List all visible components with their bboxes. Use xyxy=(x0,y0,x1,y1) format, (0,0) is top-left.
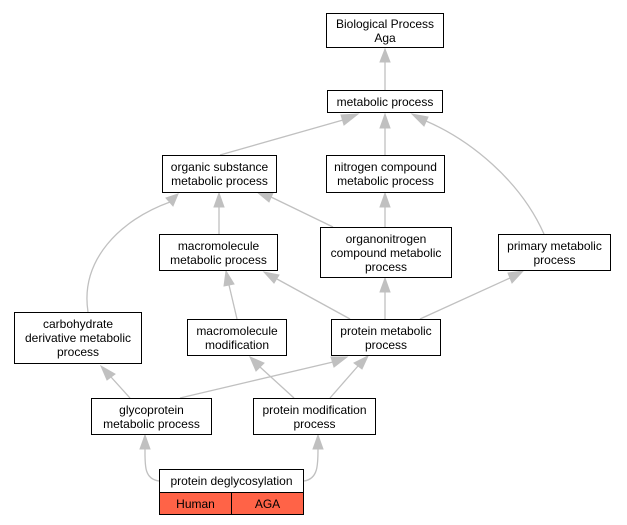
arrowhead xyxy=(165,193,179,207)
edge-macromolecule-modification-to-macromolecule xyxy=(223,269,238,320)
edge-organonitrogen-to-organic-substance xyxy=(255,191,334,228)
arrowhead xyxy=(213,191,225,208)
node-primary-metabolic-process[interactable]: primary metabolic process xyxy=(498,234,611,271)
edge-organic-substance-to-metabolic xyxy=(219,113,360,156)
arrowhead xyxy=(379,112,391,129)
edge-organonitrogen-to-nitrogen xyxy=(379,191,391,227)
arrowhead xyxy=(410,113,429,127)
edge-protein-modification-to-macromolecule-modification xyxy=(249,356,295,399)
arrowhead xyxy=(139,433,151,450)
arrowhead xyxy=(312,433,324,450)
arrowhead xyxy=(223,269,235,287)
arrowhead xyxy=(379,276,391,293)
edge-metabolic-to-biological xyxy=(379,47,391,90)
node-organonitrogen-compound-metabolic-process[interactable]: organonitrogen compound metabolic proces… xyxy=(320,227,452,278)
node-metabolic-process[interactable]: metabolic process xyxy=(327,90,443,113)
arrowhead xyxy=(507,270,525,284)
edge-protein-metabolic-to-macromolecule xyxy=(262,271,351,320)
arrowhead xyxy=(379,191,391,208)
arrowhead xyxy=(262,271,280,284)
edge-nitrogen-compound-to-metabolic xyxy=(379,112,391,155)
arrowhead xyxy=(330,356,349,368)
edge-primary-to-metabolic xyxy=(410,113,545,235)
edge-deglycosylation-to-glycoprotein xyxy=(139,433,160,482)
edge-protein-metabolic-to-organonitrogen xyxy=(379,276,391,319)
annotation-gene: AGA xyxy=(231,492,304,515)
node-biological-process[interactable]: Biological Process Aga xyxy=(326,13,444,48)
arrowhead xyxy=(255,191,274,203)
node-protein-deglycosylation[interactable]: protein deglycosylation xyxy=(159,469,304,493)
edge-protein-modification-to-protein-metabolic xyxy=(329,354,370,399)
node-carbohydrate-derivative-metabolic-process[interactable]: carbohydrate derivative metabolic proces… xyxy=(14,312,142,364)
edge-macromolecule-to-organic-substance xyxy=(213,191,225,234)
arrowhead xyxy=(353,354,370,370)
edge-carbohydrate-to-organic-substance xyxy=(86,193,179,313)
node-protein-metabolic-process[interactable]: protein metabolic process xyxy=(331,319,441,356)
arrowhead xyxy=(99,364,116,381)
edge-glycoprotein-to-protein-metabolic xyxy=(179,356,349,399)
node-nitrogen-compound-metabolic-process[interactable]: nitrogen compound metabolic process xyxy=(326,155,445,193)
edge-glycoprotein-to-carbohydrate xyxy=(99,364,131,399)
edge-protein-metabolic-to-primary xyxy=(419,270,525,320)
arrowhead xyxy=(340,113,360,126)
annotation-species: Human xyxy=(159,492,232,515)
node-macromolecule-metabolic-process[interactable]: macromolecule metabolic process xyxy=(159,234,278,271)
edge-deglycosylation-to-protein-modification xyxy=(303,433,324,482)
arrowhead xyxy=(379,47,391,63)
node-organic-substance-metabolic-process[interactable]: organic substance metabolic process xyxy=(162,155,277,193)
node-protein-modification-process[interactable]: protein modification process xyxy=(253,398,376,435)
arrowhead xyxy=(249,356,265,372)
node-glycoprotein-metabolic-process[interactable]: glycoprotein metabolic process xyxy=(91,398,212,435)
node-macromolecule-modification[interactable]: macromolecule modification xyxy=(187,319,287,356)
